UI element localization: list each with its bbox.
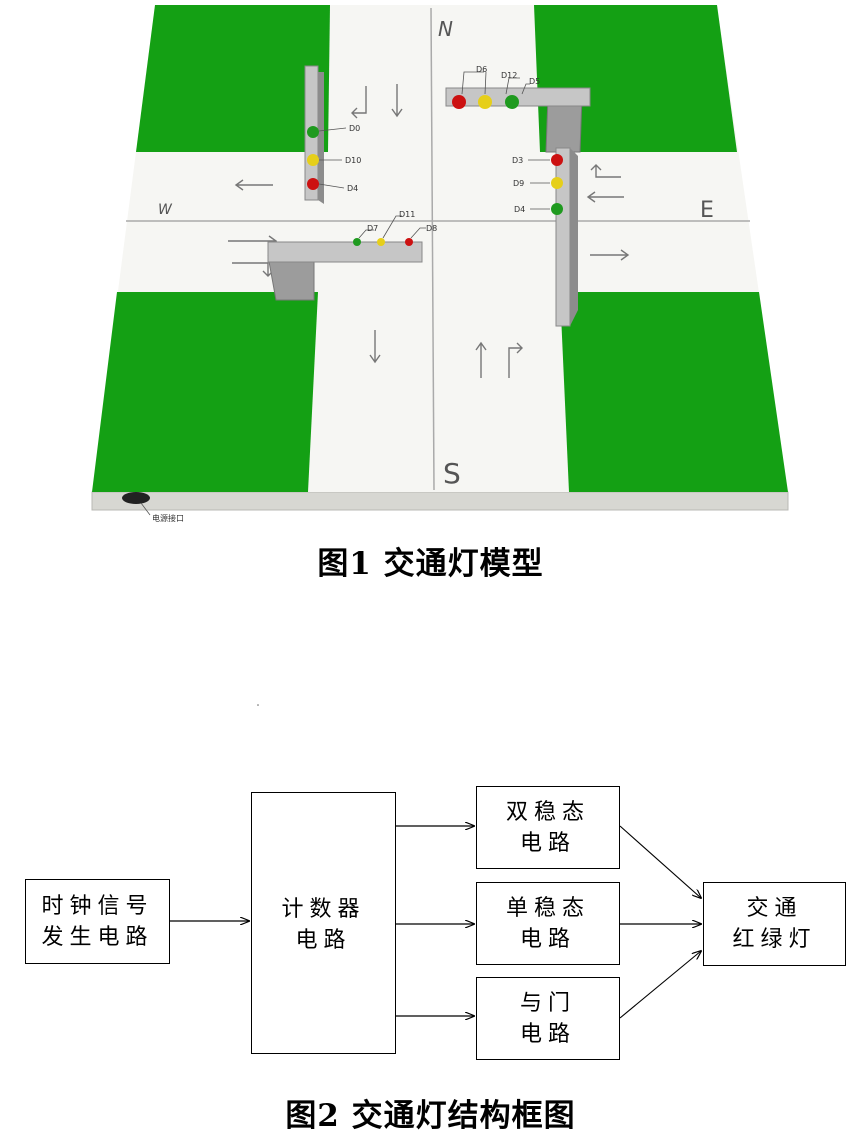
gantry-east-side [570, 148, 578, 326]
gantry-west-side [318, 72, 324, 204]
light-label-south-2: D11 [399, 210, 415, 219]
figure-2-caption: 图2 交通灯结构框图 [285, 1098, 576, 1134]
light-label-west-3: D4 [347, 184, 358, 193]
monostable-block: 单稳态 电路 [476, 882, 620, 965]
counter-block: 计数器 电路 [251, 792, 396, 1054]
power-port-label: 电源接口 [152, 513, 184, 523]
leader-lines [318, 127, 347, 189]
figure-1-caption: 图1 交通灯模型 [317, 546, 544, 582]
power-port-socket [122, 492, 150, 504]
gantry-west: D0 D10 D4 [304, 65, 361, 204]
light-label-east-3: D4 [514, 205, 525, 214]
light-label-top-3: D5 [529, 77, 540, 86]
signal-red [307, 178, 319, 190]
traffic-model-figure: N S E W D6 D12 D5 D0 D10 D4 [91, 5, 789, 523]
gantry-north: D6 D12 D5 [445, 65, 591, 153]
grass-nw [136, 5, 330, 152]
bistable-block: 双稳态 电路 [476, 786, 620, 869]
light-label-east-2: D9 [513, 179, 524, 188]
block-line: 电路 [519, 1021, 576, 1047]
arrow-south-lane-up [475, 341, 487, 378]
light-label-west-2: D10 [345, 156, 361, 165]
gantry-east: D3 D9 D4 [512, 147, 578, 327]
signal-yellow [377, 238, 385, 246]
arrow-and-gate-to-lights [619, 951, 701, 1019]
signal-yellow [478, 95, 492, 109]
and-gate-block: 与门 电路 [476, 977, 620, 1060]
block-line: 时钟信号 [41, 893, 154, 919]
arrow-north-lane-left [351, 86, 367, 119]
compass-north: N [438, 17, 453, 41]
gantry-south-arm [267, 241, 423, 263]
signal-green [353, 238, 361, 246]
road-arrows [228, 84, 630, 378]
arrow-south-lane-right [508, 342, 523, 378]
signal-green [505, 95, 519, 109]
leader-lines [461, 71, 530, 95]
grass-ne [534, 5, 737, 152]
compass-east: E [700, 198, 714, 223]
arrow-east-out [590, 249, 630, 261]
block-line: 计数器 [281, 897, 366, 922]
signal-yellow [307, 154, 319, 166]
power-port: 电源接口 [122, 492, 184, 523]
light-label-west-1: D0 [349, 124, 360, 133]
light-label-east-1: D3 [512, 156, 523, 165]
arrow-east-lane-1 [590, 164, 621, 178]
grass-se [560, 292, 788, 492]
light-label-south-3: D8 [426, 224, 437, 233]
block-line: 发生电路 [41, 924, 154, 950]
leader-lines [528, 159, 550, 210]
block-line: 电路 [295, 928, 352, 953]
stray-dot [257, 704, 259, 706]
block-line: 单稳态 [505, 895, 590, 921]
block-line: 与门 [519, 990, 576, 1016]
signal-yellow [551, 177, 563, 189]
clock-generator-block: 时钟信号 发生电路 [25, 879, 170, 964]
signal-red [452, 95, 466, 109]
traffic-lights-block: 交通 红绿灯 [703, 882, 846, 966]
arrow-east-lane-2 [586, 191, 624, 203]
signal-green [307, 126, 319, 138]
block-line: 电路 [519, 926, 576, 952]
leader-lines [358, 215, 426, 239]
signal-red [551, 154, 563, 166]
grass-sw [92, 292, 318, 492]
arrow-west-lane [234, 179, 273, 191]
light-label-top-1: D6 [476, 65, 487, 74]
light-label-south-1: D7 [367, 224, 378, 233]
signal-red [405, 238, 413, 246]
block-line: 交通 [746, 896, 803, 921]
arrow-bistable-to-lights [619, 825, 701, 898]
arrow-north-lane-down [391, 84, 403, 118]
block-line: 红绿灯 [732, 927, 817, 952]
block-line: 电路 [519, 830, 576, 856]
arrow-south-lane-down [369, 330, 381, 364]
ns-center-line [430, 7, 435, 491]
signal-green [551, 203, 563, 215]
block-line: 双稳态 [505, 799, 590, 825]
compass-south: S [443, 457, 461, 490]
light-label-top-2: D12 [501, 71, 517, 80]
gantry-south: D7 D11 D8 [267, 210, 437, 301]
leader-line [140, 502, 151, 516]
compass-west: W [158, 202, 173, 218]
